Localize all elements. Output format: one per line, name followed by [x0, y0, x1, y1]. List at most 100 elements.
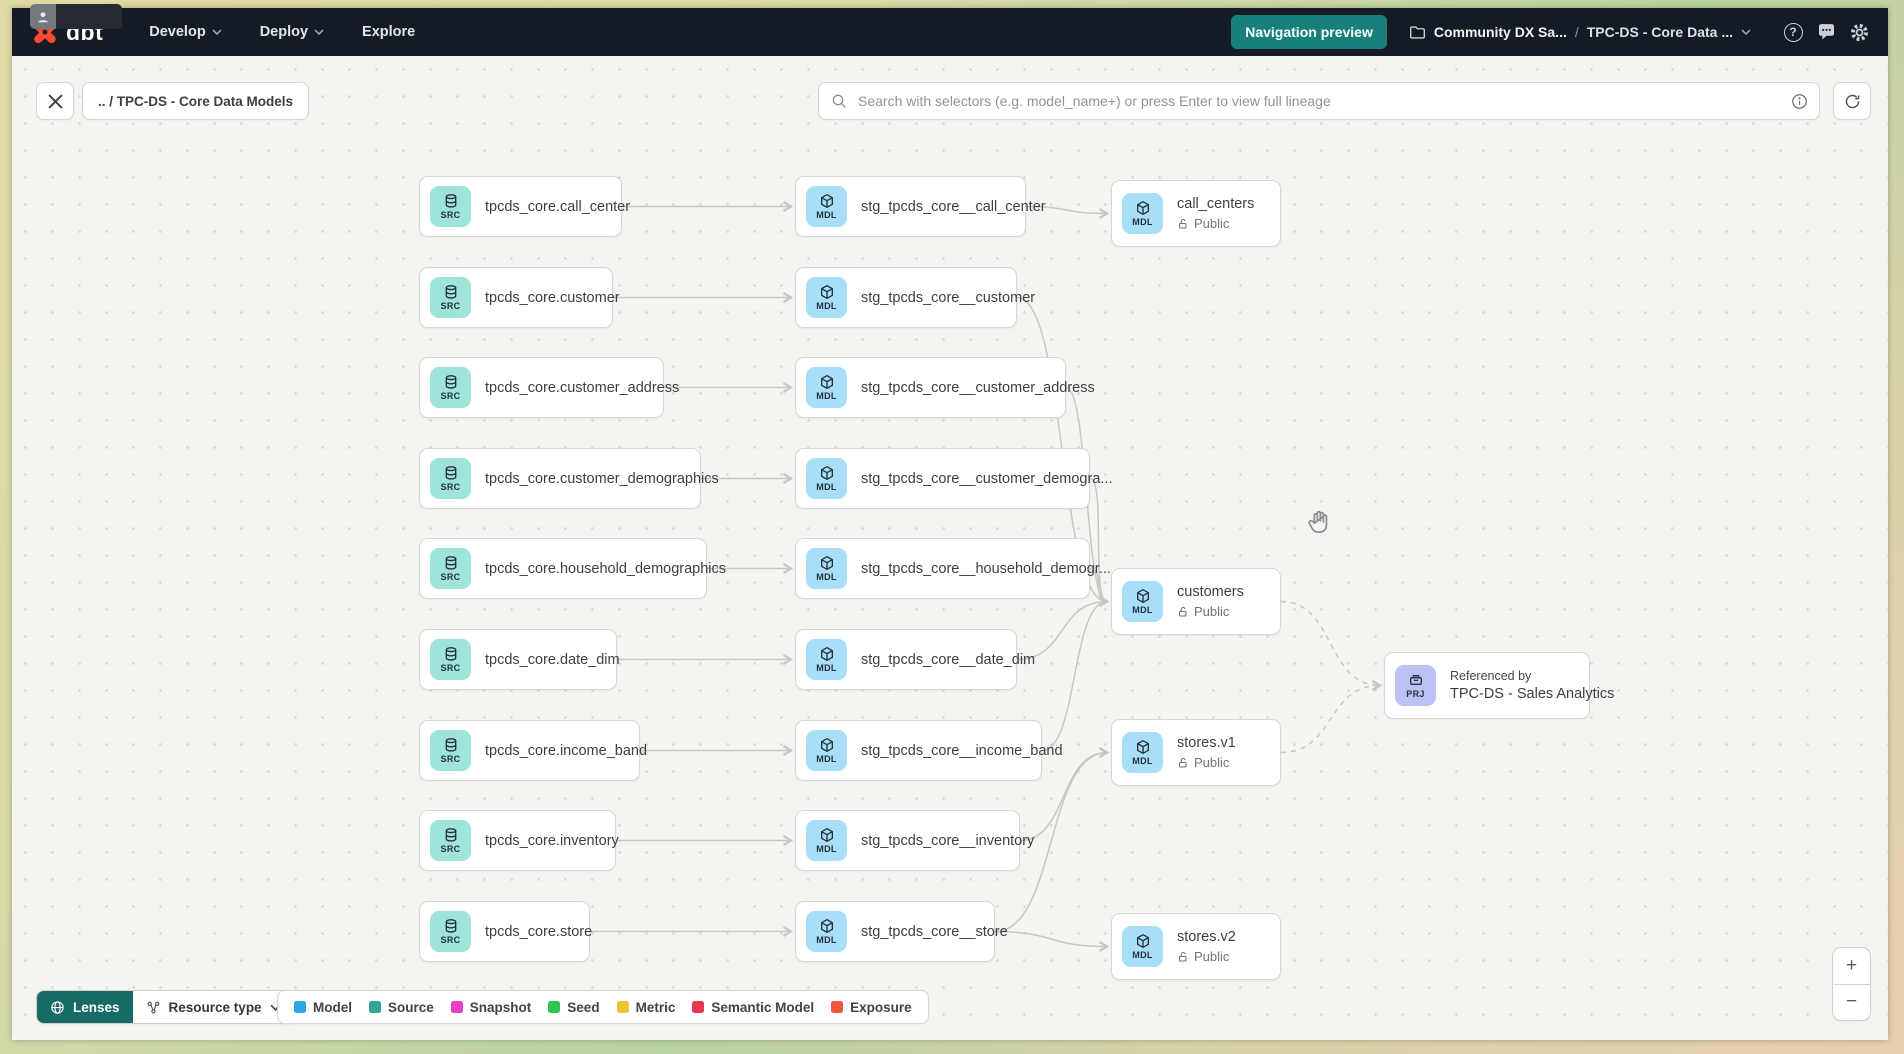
unlock-icon — [1177, 606, 1189, 618]
close-lineage-button[interactable] — [36, 82, 74, 120]
node-label: stg_tpcds_core__customer — [861, 289, 1036, 306]
project-badge-icon: PRJ — [1395, 665, 1436, 706]
resource-type-button[interactable]: Resource type — [132, 991, 294, 1023]
search-icon — [832, 94, 846, 108]
node-access-label: Public — [1177, 604, 1244, 619]
graph-node-m2[interactable]: MDL stg_tpcds_core__customer — [795, 267, 1035, 328]
graph-node-m6[interactable]: MDL stg_tpcds_core__date_dim — [795, 629, 1035, 690]
node-label: customers — [1177, 584, 1244, 600]
breadcrumb-project[interactable]: TPC-DS - Core Data ... — [1586, 24, 1733, 40]
screen-share-chip — [30, 4, 122, 29]
model-badge-icon: MDL — [806, 730, 847, 771]
feedback-icon[interactable] — [1815, 21, 1837, 43]
legend-swatch — [548, 1001, 561, 1013]
menu-explore[interactable]: Explore — [362, 24, 416, 40]
lenses-button[interactable]: Lenses — [37, 991, 133, 1023]
legend-item-exposure: Exposure — [831, 1000, 912, 1015]
legend-swatch — [831, 1001, 844, 1013]
top-navbar: dbt Develop Deploy Explore Navigation pr… — [12, 8, 1888, 56]
node-access-label: Public — [1177, 216, 1254, 231]
model-badge-icon: MDL — [806, 367, 847, 408]
legend-item-seed: Seed — [548, 1000, 600, 1015]
legend-item-snapshot: Snapshot — [450, 1000, 531, 1015]
graph-node-m7[interactable]: MDL stg_tpcds_core__income_band — [795, 720, 1063, 781]
lineage-search — [818, 82, 1820, 120]
node-label: tpcds_core.customer_demographics — [485, 470, 719, 487]
node-label: stg_tpcds_core__household_demogr... — [861, 560, 1111, 577]
legend-item-semantic-model: Semantic Model — [692, 1000, 814, 1015]
model-badge-icon: MDL — [806, 186, 847, 227]
folder-icon — [1409, 25, 1425, 39]
source-badge-icon: SRC — [430, 458, 471, 499]
model-badge-icon: MDL — [806, 277, 847, 318]
legend-swatch — [294, 1001, 306, 1013]
zoom-out-button[interactable]: − — [1833, 985, 1870, 1021]
breadcrumb-account[interactable]: Community DX Sa... — [1433, 24, 1567, 40]
node-label: stg_tpcds_core__income_band — [861, 742, 1063, 759]
help-icon[interactable]: ? — [1782, 21, 1804, 43]
graph-node-s3[interactable]: SRC tpcds_core.customer_address — [419, 357, 679, 418]
unlock-icon — [1177, 218, 1189, 230]
node-access-label: Public — [1177, 949, 1236, 964]
source-badge-icon: SRC — [430, 277, 471, 318]
node-toplabel: Referenced by — [1450, 669, 1532, 683]
node-label: tpcds_core.inventory — [485, 832, 619, 849]
node-label: call_centers — [1177, 196, 1255, 212]
graph-node-s4[interactable]: SRC tpcds_core.customer_demographics — [419, 448, 719, 509]
navigation-preview-button[interactable]: Navigation preview — [1231, 15, 1387, 49]
node-label: stores.v1 — [1177, 735, 1236, 751]
node-access-label: Public — [1177, 755, 1236, 770]
graph-node-m1[interactable]: MDL stg_tpcds_core__call_center — [795, 176, 1046, 237]
settings-gear-icon[interactable] — [1848, 21, 1870, 43]
lineage-breadcrumb-chip[interactable]: .. / TPC-DS - Core Data Models — [82, 82, 310, 120]
source-badge-icon: SRC — [430, 548, 471, 589]
breadcrumb: Community DX Sa... / TPC-DS - Core Data … — [1409, 24, 1751, 40]
node-label: tpcds_core.customer_address — [485, 379, 680, 396]
chevron-down-icon — [212, 29, 222, 35]
model-badge-icon: MDL — [806, 820, 847, 861]
graph-node-m5[interactable]: MDL stg_tpcds_core__household_demogr... — [795, 538, 1111, 599]
node-label: stg_tpcds_core__call_center — [861, 198, 1046, 215]
zoom-in-button[interactable]: + — [1833, 948, 1870, 984]
chevron-down-icon[interactable] — [1741, 29, 1751, 35]
graph-node-m3[interactable]: MDL stg_tpcds_core__customer_address — [795, 357, 1095, 418]
model-badge-icon: MDL — [806, 639, 847, 680]
legend-swatch — [616, 1001, 629, 1013]
source-badge-icon: SRC — [430, 639, 471, 680]
source-badge-icon: SRC — [430, 730, 471, 771]
node-label: stg_tpcds_core__customer_address — [861, 379, 1095, 396]
node-label: stg_tpcds_core__date_dim — [861, 651, 1036, 668]
search-input[interactable] — [856, 92, 1781, 110]
person-icon — [30, 10, 56, 24]
legend-swatch — [369, 1001, 381, 1013]
unlock-icon — [1177, 951, 1189, 963]
info-icon[interactable] — [1791, 93, 1808, 110]
menu-develop[interactable]: Develop — [137, 16, 233, 48]
legend-swatch — [692, 1001, 705, 1013]
grab-hand-cursor — [1308, 510, 1328, 534]
menu-deploy[interactable]: Deploy — [248, 16, 336, 48]
refresh-lineage-button[interactable] — [1833, 82, 1871, 120]
model-badge-icon: MDL — [1122, 926, 1163, 967]
model-badge-icon: MDL — [806, 548, 847, 589]
node-label: tpcds_core.call_center — [485, 198, 631, 215]
legend-item-metric: Metric — [616, 1000, 675, 1015]
source-badge-icon: SRC — [430, 367, 471, 408]
